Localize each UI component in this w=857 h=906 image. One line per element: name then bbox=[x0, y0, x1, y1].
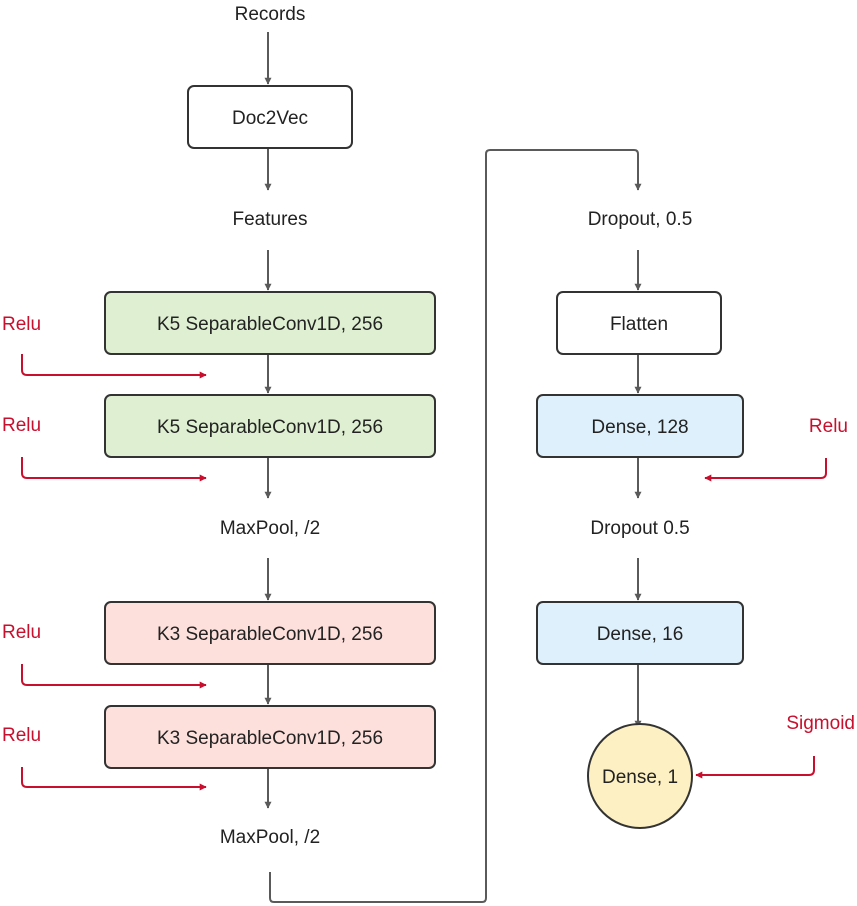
node-conv-k5-b: K5 SeparableConv1D, 256 bbox=[104, 394, 436, 458]
dropout-b-label: Dropout 0.5 bbox=[590, 518, 689, 539]
conv-k5-b-box bbox=[104, 394, 436, 458]
conv-k3-b-box bbox=[104, 705, 436, 769]
dense-16-box bbox=[536, 601, 744, 665]
node-conv-k5-a: K5 SeparableConv1D, 256 bbox=[104, 291, 436, 355]
maxpool-a-label: MaxPool, /2 bbox=[220, 518, 320, 539]
dense-1-circle bbox=[587, 723, 693, 829]
conv-k5-a-label: K5 SeparableConv1D, 256 bbox=[157, 314, 383, 335]
dense-16-label: Dense, 16 bbox=[597, 624, 684, 645]
node-conv-k3-b: K3 SeparableConv1D, 256 bbox=[104, 705, 436, 769]
activation-relu-4: Relu bbox=[2, 725, 207, 791]
relu-4-label: Relu bbox=[2, 725, 41, 746]
maxpool-b-label: MaxPool, /2 bbox=[220, 827, 320, 848]
node-doc2vec: Doc2Vec bbox=[187, 85, 353, 149]
relu-1-label: Relu bbox=[2, 314, 41, 335]
node-dense-128: Dense, 128 bbox=[536, 394, 744, 458]
relu-2-arrow bbox=[21, 457, 207, 482]
node-flatten: Flatten bbox=[556, 291, 722, 355]
node-dense-1: Dense, 1 bbox=[587, 723, 693, 829]
activation-relu-1: Relu bbox=[2, 314, 207, 379]
sigmoid-label: Sigmoid bbox=[786, 713, 855, 734]
doc2vec-label: Doc2Vec bbox=[232, 108, 308, 129]
connector-maxpool-b-to-dropout-a bbox=[269, 149, 642, 903]
records-label: Records bbox=[235, 4, 306, 25]
relu-3-arrow bbox=[21, 664, 207, 689]
dense-128-label: Dense, 128 bbox=[591, 417, 688, 438]
relu-5-label: Relu bbox=[809, 416, 848, 437]
activation-relu-3: Relu bbox=[2, 622, 207, 689]
dense-1-label: Dense, 1 bbox=[602, 767, 678, 788]
flatten-label: Flatten bbox=[610, 314, 668, 335]
relu-2-label: Relu bbox=[2, 415, 41, 436]
activation-sigmoid: Sigmoid bbox=[695, 713, 855, 779]
activation-relu-2: Relu bbox=[2, 415, 207, 482]
conv-k3-a-box bbox=[104, 601, 436, 665]
activation-relu-5: Relu bbox=[704, 416, 848, 482]
conv-k5-a-box bbox=[104, 291, 436, 355]
sigmoid-arrow bbox=[695, 756, 815, 779]
doc2vec-box bbox=[187, 85, 353, 149]
conv-k5-b-label: K5 SeparableConv1D, 256 bbox=[157, 417, 383, 438]
relu-5-arrow bbox=[704, 458, 827, 482]
dropout-a-label: Dropout, 0.5 bbox=[588, 209, 693, 230]
dense-128-box bbox=[536, 394, 744, 458]
conv-k3-b-label: K3 SeparableConv1D, 256 bbox=[157, 728, 383, 749]
relu-3-label: Relu bbox=[2, 622, 41, 643]
flatten-box bbox=[556, 291, 722, 355]
relu-1-arrow bbox=[21, 354, 207, 379]
conv-k3-a-label: K3 SeparableConv1D, 256 bbox=[157, 624, 383, 645]
features-label: Features bbox=[233, 209, 308, 230]
node-dense-16: Dense, 16 bbox=[536, 601, 744, 665]
node-conv-k3-a: K3 SeparableConv1D, 256 bbox=[104, 601, 436, 665]
relu-4-arrow bbox=[21, 767, 207, 791]
